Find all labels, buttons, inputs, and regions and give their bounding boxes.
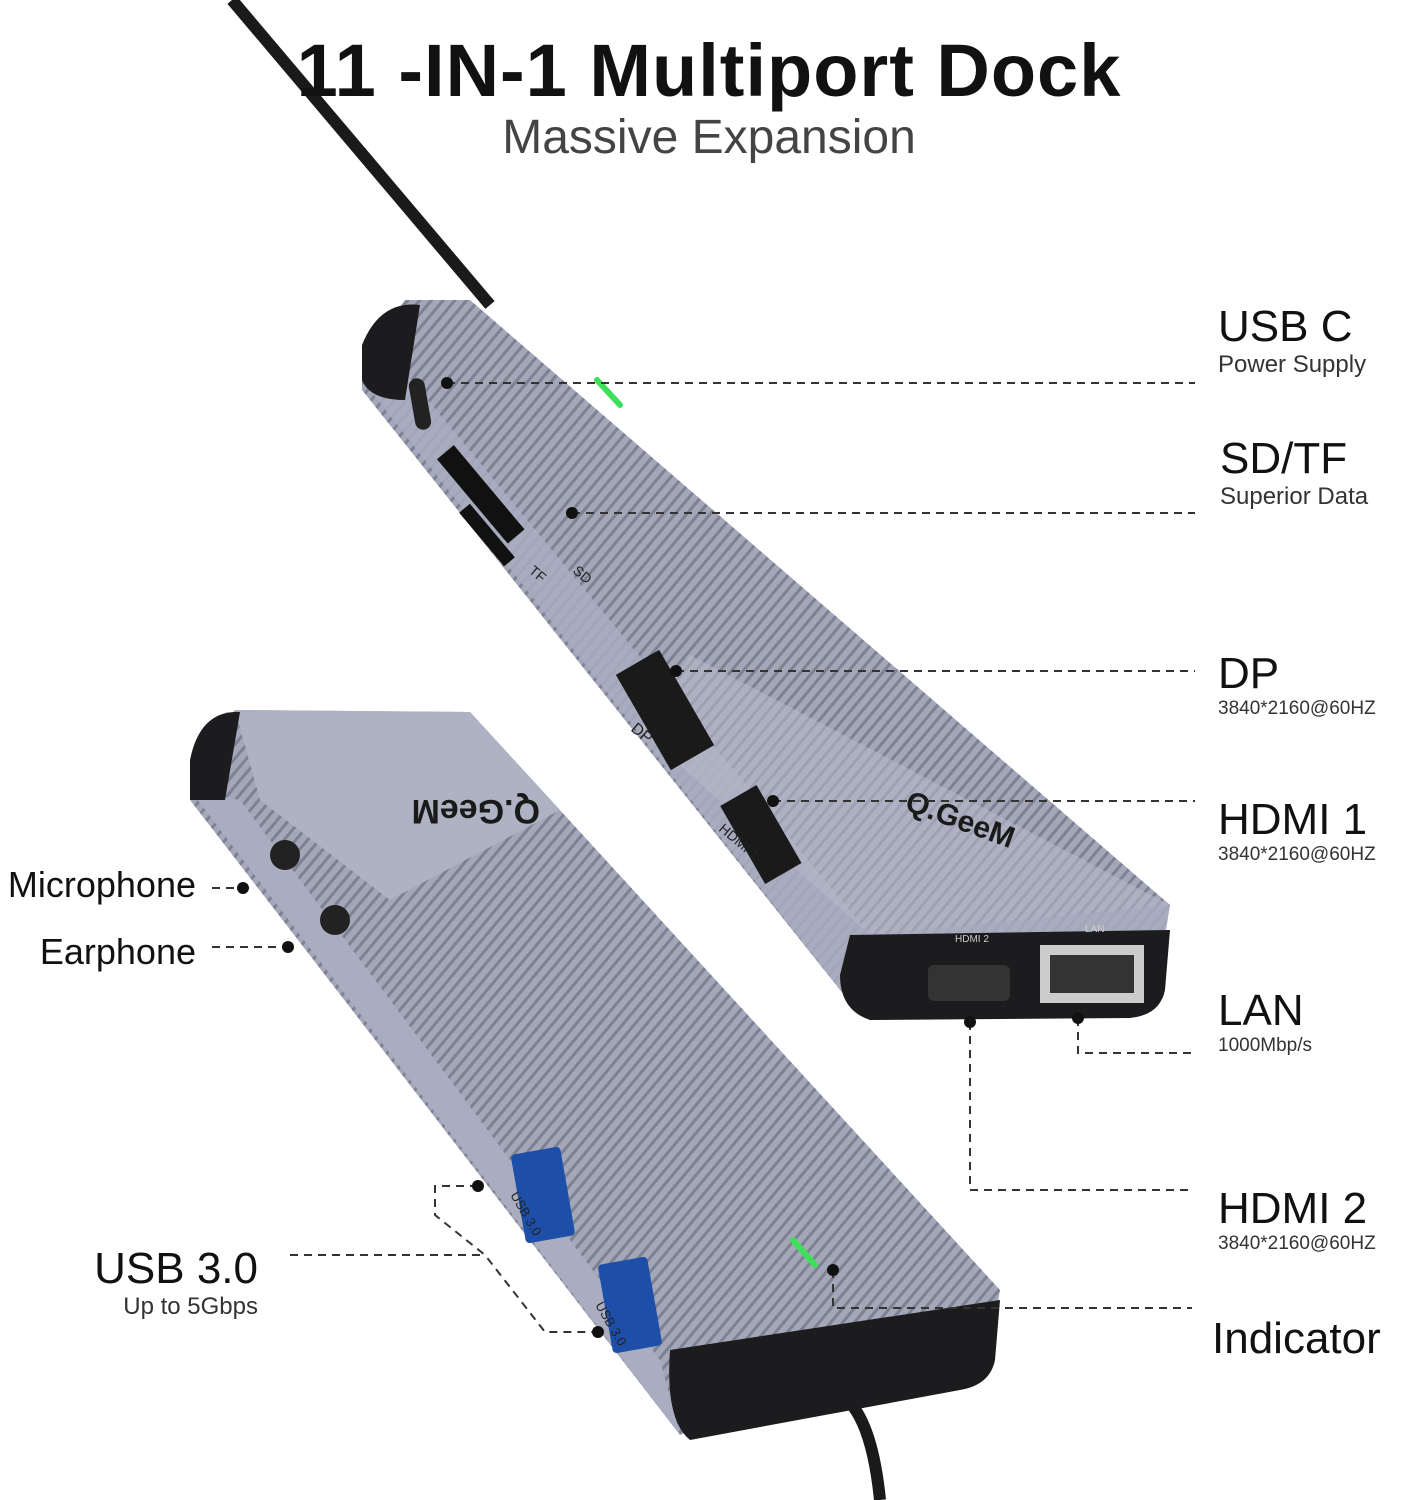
hdmi1-port xyxy=(720,785,802,884)
earphone-jack xyxy=(320,905,350,935)
top-dock: TF SD DP HDMI 1 Q.GeeM HDMI 2 LAN xyxy=(362,300,1170,1020)
callout-sd-tf: SD/TF Superior Data xyxy=(1220,434,1369,511)
callout-earphone: Earphone xyxy=(39,931,196,972)
indicator-light xyxy=(790,1237,818,1268)
callout-usb-c: USB C Power Supply xyxy=(1218,302,1367,379)
usb-c-port xyxy=(408,378,432,430)
callout-indicator: Indicator xyxy=(1212,1314,1381,1363)
end-cap xyxy=(669,1300,1000,1440)
callout-hdmi1: HDMI 1 3840*2160@60HZ xyxy=(1218,795,1376,866)
microphone-jack xyxy=(270,840,300,870)
usb-a-port xyxy=(511,1146,575,1244)
svg-text:LAN: LAN xyxy=(1085,924,1104,935)
page-subtitle: Massive Expansion xyxy=(502,111,916,164)
hdmi2-port xyxy=(928,965,1010,1001)
leader-dots xyxy=(237,377,1084,1338)
callout-dp: DP 3840*2160@60HZ xyxy=(1218,649,1376,720)
page-title: 11 -IN-1 Multiport Dock xyxy=(296,29,1122,112)
bottom-dock: Q.GeeM USB 3.0 USB 3.0 xyxy=(190,710,1000,1440)
tf-slot xyxy=(459,503,515,567)
svg-text:HDMI 2: HDMI 2 xyxy=(955,934,989,945)
leader-lines xyxy=(212,382,1195,1333)
callout-usb3: USB 3.0 Up to 5Gbps xyxy=(94,1244,258,1321)
indicator-light xyxy=(594,377,623,408)
svg-text:Q.GeeM: Q.GeeM xyxy=(412,792,540,830)
callout-hdmi2: HDMI 2 3840*2160@60HZ xyxy=(1218,1184,1376,1255)
callout-lan: LAN 1000Mbp/s xyxy=(1218,986,1313,1057)
usb-a-port xyxy=(598,1256,662,1354)
end-cap xyxy=(190,711,240,800)
dp-port xyxy=(615,649,715,771)
sd-slot xyxy=(436,445,525,544)
top-cable xyxy=(227,0,495,309)
end-cap xyxy=(362,304,420,400)
callout-microphone: Microphone xyxy=(7,864,196,905)
